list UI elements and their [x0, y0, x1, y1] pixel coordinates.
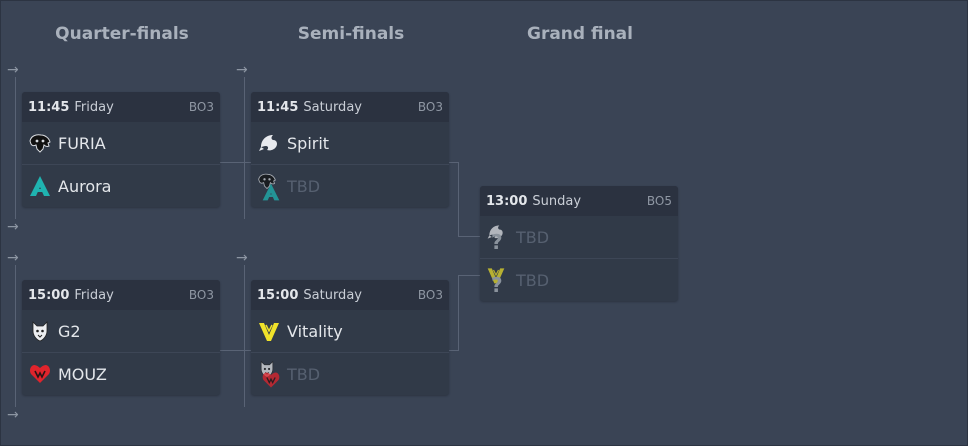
arrow-right-icon: →	[236, 62, 248, 78]
connector-line	[449, 162, 459, 163]
aurora-logo-icon	[28, 174, 52, 198]
match-card-qf2[interactable]: 15:00 Friday BO3 G2 MOUZ	[22, 280, 220, 395]
question-mark-icon: ?	[491, 230, 503, 254]
match-header: 15:00 Friday BO3	[22, 280, 220, 310]
connector-line	[458, 275, 459, 351]
connector-line	[220, 350, 251, 351]
match-card-sf2[interactable]: 15:00 Saturday BO3 Vitality TBD	[251, 280, 449, 395]
connector-line	[458, 162, 459, 237]
match-day: Friday	[74, 287, 114, 303]
connector-line	[15, 77, 16, 219]
team-row-tbd[interactable]: TBD	[251, 352, 449, 395]
tbd-logo-stack	[257, 171, 281, 201]
team-name: G2	[58, 321, 81, 341]
team-row-mouz[interactable]: MOUZ	[22, 352, 220, 395]
team-row-tbd[interactable]: ? TBD	[480, 216, 678, 258]
team-name: MOUZ	[58, 364, 107, 384]
team-name: TBD	[287, 364, 321, 384]
team-row-tbd[interactable]: ? TBD	[480, 258, 678, 301]
team-name: TBD	[287, 176, 321, 196]
aurora-logo-icon	[261, 182, 281, 202]
team-row-vitality[interactable]: Vitality	[251, 310, 449, 352]
team-name: Aurora	[58, 176, 112, 196]
match-time: 15:00	[28, 287, 70, 303]
match-day: Saturday	[303, 287, 362, 303]
match-day: Friday	[74, 99, 114, 115]
tbd-logo-stack: ?	[486, 265, 510, 295]
connector-line	[244, 77, 245, 219]
team-row-tbd[interactable]: TBD	[251, 164, 449, 207]
match-day: Sunday	[532, 193, 582, 209]
connector-line	[458, 275, 480, 276]
match-header: 15:00 Saturday BO3	[251, 280, 449, 310]
match-format: BO3	[417, 100, 443, 114]
match-header: 11:45 Friday BO3	[22, 92, 220, 122]
match-format: BO3	[188, 288, 214, 302]
team-name: Vitality	[287, 321, 343, 341]
question-mark-icon: ?	[491, 273, 503, 297]
match-time: 11:45	[257, 99, 299, 115]
round-title-grand-final: Grand final	[526, 24, 633, 44]
connector-line	[220, 162, 251, 163]
match-card-grand-final[interactable]: 13:00 Sunday BO5 ? TBD ? TBD	[480, 186, 678, 301]
match-time: 13:00	[486, 193, 528, 209]
match-time: 11:45	[28, 99, 70, 115]
arrow-right-icon: →	[7, 62, 19, 78]
match-format: BO3	[188, 100, 214, 114]
spirit-logo-icon	[257, 131, 281, 155]
round-title-semi-finals: Semi-finals	[297, 24, 405, 44]
team-row-spirit[interactable]: Spirit	[251, 122, 449, 164]
arrow-right-icon: →	[7, 407, 19, 423]
tbd-logo-stack	[257, 359, 281, 389]
team-row-g2[interactable]: G2	[22, 310, 220, 352]
connector-line	[458, 236, 480, 237]
connector-line	[449, 350, 459, 351]
furia-logo-icon	[28, 131, 52, 155]
team-name: TBD	[516, 227, 550, 247]
match-day: Saturday	[303, 99, 362, 115]
mouz-logo-icon	[261, 370, 281, 390]
match-card-qf1[interactable]: 11:45 Friday BO3 FURIA Aurora	[22, 92, 220, 207]
mouz-logo-icon	[28, 362, 52, 386]
team-name: TBD	[516, 270, 550, 290]
team-name: Spirit	[287, 133, 330, 153]
team-row-aurora[interactable]: Aurora	[22, 164, 220, 207]
match-header: 11:45 Saturday BO3	[251, 92, 449, 122]
connector-line	[15, 265, 16, 407]
arrow-right-icon: →	[236, 250, 248, 266]
team-name: FURIA	[58, 133, 106, 153]
match-format: BO5	[646, 194, 672, 208]
vitality-logo-icon	[257, 319, 281, 343]
team-row-furia[interactable]: FURIA	[22, 122, 220, 164]
match-time: 15:00	[257, 287, 299, 303]
tbd-logo-stack: ?	[486, 222, 510, 252]
arrow-right-icon: →	[7, 250, 19, 266]
g2-logo-icon	[28, 319, 52, 343]
match-format: BO3	[417, 288, 443, 302]
connector-line	[244, 265, 245, 407]
match-card-sf1[interactable]: 11:45 Saturday BO3 Spirit TBD	[251, 92, 449, 207]
round-title-quarter-finals: Quarter-finals	[55, 24, 189, 44]
match-header: 13:00 Sunday BO5	[480, 186, 678, 216]
arrow-right-icon: →	[7, 219, 19, 235]
